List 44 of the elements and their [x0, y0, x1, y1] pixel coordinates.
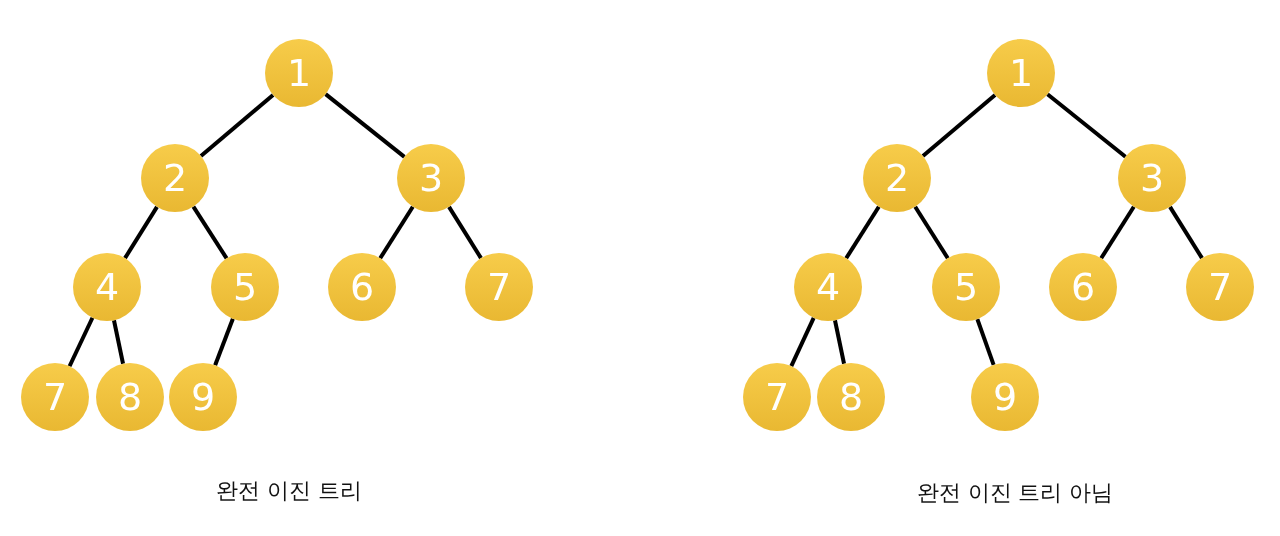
tree-edge	[447, 205, 483, 260]
tree-caption: 완전 이진 트리	[216, 477, 362, 505]
tree-edge	[975, 318, 996, 366]
tree-edge	[913, 205, 950, 260]
tree-caption: 완전 이진 트리 아님	[916, 479, 1114, 507]
tree-edge	[112, 319, 125, 365]
node-number: 2	[162, 159, 188, 197]
node-number: 1	[1008, 54, 1034, 92]
node-number: 5	[232, 268, 258, 306]
tree-edge	[844, 205, 881, 260]
node-number: 4	[815, 268, 841, 306]
node-number: 6	[349, 268, 375, 306]
tree-edge	[833, 319, 846, 365]
tree-edge	[199, 93, 275, 158]
node-number: 9	[992, 378, 1018, 416]
tree-node-circle	[265, 39, 333, 107]
tree-node-circle	[987, 39, 1055, 107]
tree-edge	[123, 205, 159, 260]
tree-edge	[378, 205, 415, 260]
node-number: 3	[1139, 159, 1165, 197]
node-number: 7	[486, 268, 512, 306]
node-number: 2	[884, 159, 910, 197]
node-number: 6	[1070, 268, 1096, 306]
node-number: 7	[42, 378, 68, 416]
node-number: 7	[1207, 268, 1233, 306]
node-number: 1	[286, 54, 312, 92]
tree-edge	[1099, 205, 1136, 260]
node-number: 8	[117, 378, 143, 416]
tree-edge	[324, 92, 406, 159]
tree-node-circle	[141, 144, 209, 212]
tree-edge	[921, 93, 997, 158]
tree-edge	[1168, 205, 1204, 260]
node-number: 3	[418, 159, 444, 197]
tree-node-circle	[863, 144, 931, 212]
node-number: 9	[190, 378, 216, 416]
tree-edge	[213, 318, 235, 366]
tree-edge	[1046, 92, 1127, 159]
tree-edge	[67, 316, 95, 368]
tree-edge	[789, 317, 816, 367]
node-number: 5	[953, 268, 979, 306]
tree-edge	[191, 205, 229, 260]
node-number: 4	[94, 268, 120, 306]
node-number: 8	[838, 378, 864, 416]
node-number: 7	[764, 378, 790, 416]
